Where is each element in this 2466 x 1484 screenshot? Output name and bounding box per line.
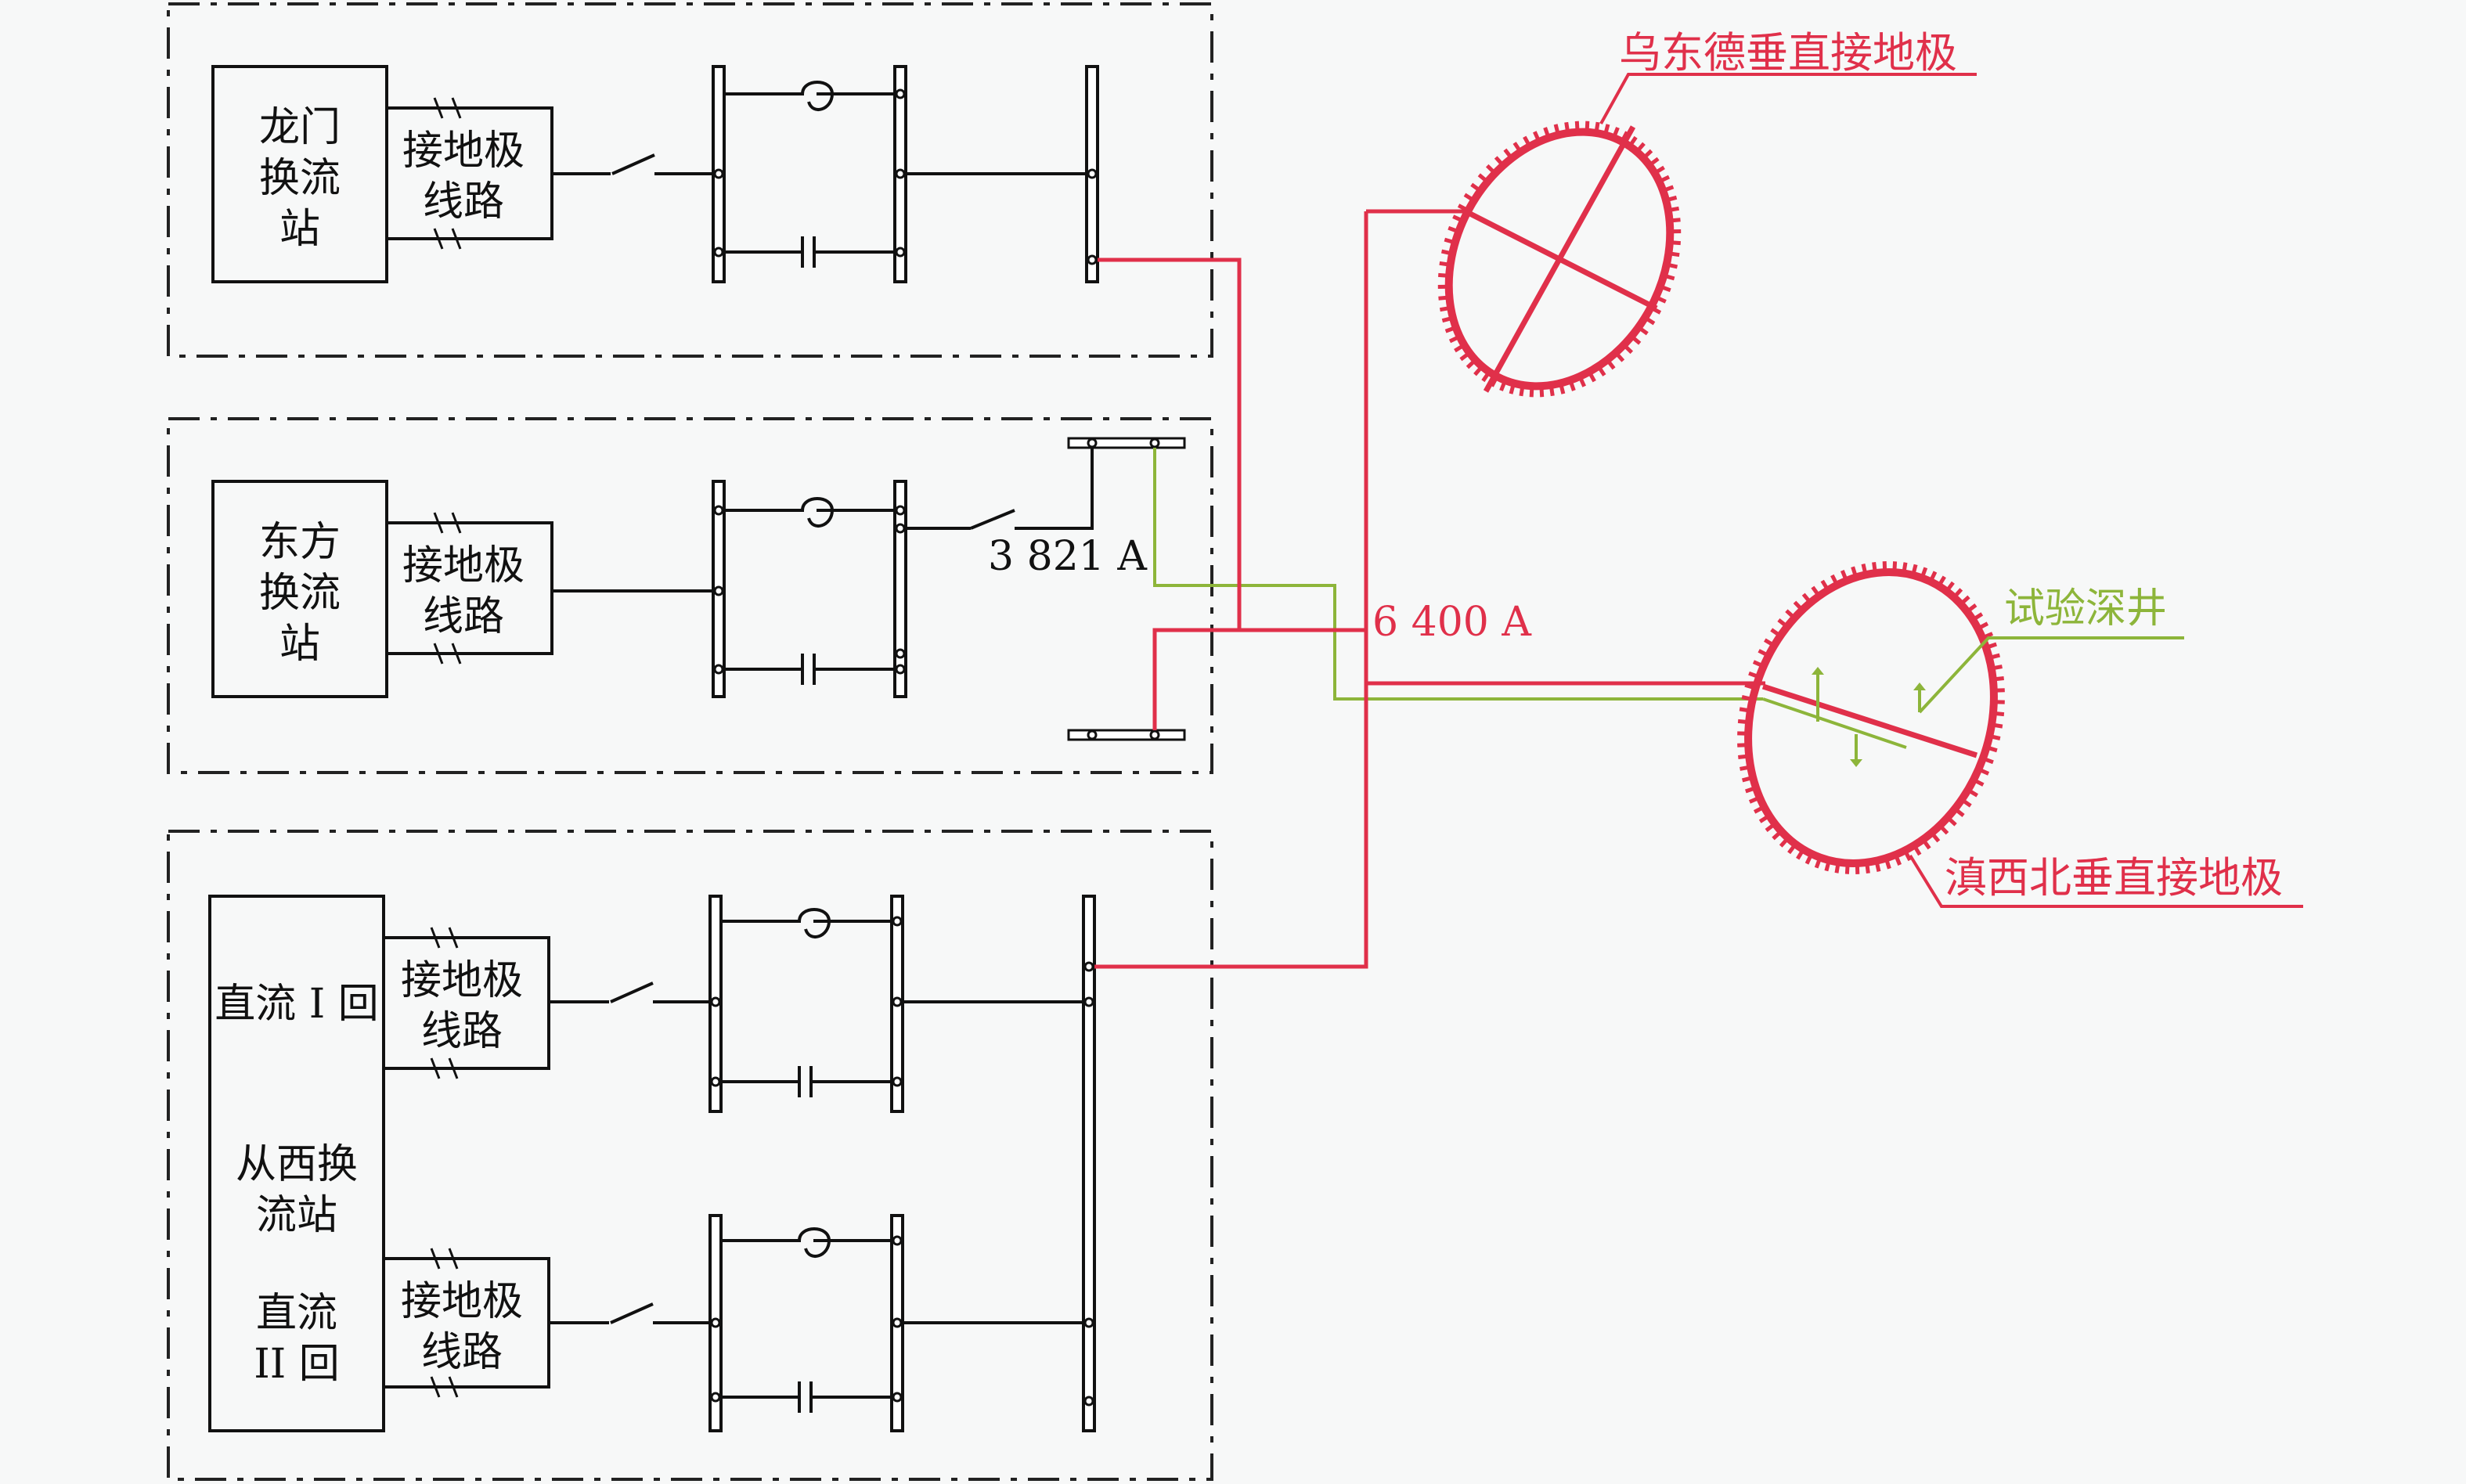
red-wire-longmen: [1098, 258, 1242, 630]
test-well-traces: [1762, 636, 2184, 759]
dongfang-name-1: 东方: [259, 519, 341, 566]
longmen-converter-box: [211, 65, 388, 283]
dongfang-nodes: [713, 438, 1160, 740]
congxi-dc1-line-label-1: 接地极: [401, 957, 523, 1004]
congxi-name-2: 流站: [256, 1192, 337, 1239]
dongfang-line-bracket: [387, 521, 553, 655]
dianxibei-ring: [1744, 568, 1998, 867]
congxi-dc2-label-2: II 回: [254, 1341, 340, 1388]
dongfang-line-label-2: 线路: [423, 593, 504, 640]
dianxibei-electrode: 试验深井 滇西北垂直接地极: [1737, 561, 2303, 908]
dongfang-enclosure: [167, 417, 1213, 774]
longmen-line-label-1: 接地极: [402, 128, 525, 175]
congxi-dc2-line-label-2: 线路: [421, 1329, 503, 1376]
wudongde-label: 乌东德垂直接地极: [1619, 28, 1957, 77]
longmen-enclosure: [167, 2, 1213, 358]
longmen-switch: [552, 153, 719, 175]
wudongde-electrode: 乌东德垂直接地极: [1437, 28, 1977, 398]
congxi-dc2-capacitor: [721, 1381, 892, 1413]
congxi-station: 直流 I 回 从西换 流站 直流 II 回 接地极 线路 接地极 线路: [208, 895, 1096, 1432]
dianxibei-well-spikes: [1737, 561, 2005, 874]
longmen-name-1: 龙门: [259, 104, 341, 151]
congxi-dc1-break-marks: [430, 927, 459, 1079]
green-wire-test-well: [1153, 448, 1763, 701]
dongfang-line-label-1: 接地极: [402, 542, 525, 589]
red-wire-dongfang: [1152, 628, 1366, 730]
dongfang-current-label: 3 821 A: [988, 533, 1148, 580]
longmen-name-3: 站: [279, 206, 320, 253]
congxi-dc2-label-1: 直流: [256, 1290, 337, 1337]
congxi-common-bus: [1082, 895, 1096, 1432]
congxi-dc1-label: 直流 I 回: [215, 981, 379, 1028]
longmen-station: 龙门 换流 站 接地极 线路: [211, 65, 1099, 283]
electrode-well-spike: [1737, 561, 2005, 874]
dongfang-name-2: 换流: [259, 570, 341, 617]
dongfang-switch: [906, 446, 1094, 530]
dongfang-upper-bar: [1067, 437, 1186, 449]
connection-wires: 6 400 A: [1094, 209, 1765, 969]
wudongde-cross-2: [1461, 207, 1658, 312]
dongfang-converter-box: [211, 480, 388, 698]
dongfang-station: 东方 换流 站 接地极 线路 3 821 A: [211, 437, 1186, 741]
congxi-enclosure: [167, 830, 1213, 1481]
dianxibei-cross: [1761, 683, 1978, 758]
dongfang-reactor: [724, 497, 895, 528]
dongfang-break-marks: [433, 512, 462, 665]
longmen-line-label-2: 线路: [423, 178, 504, 225]
dongfang-lower-bar: [1067, 729, 1186, 741]
dianxibei-label: 滇西北垂直接地极: [1945, 853, 2283, 902]
test-well-label: 试验深井: [2004, 585, 2167, 632]
wudongde-leader: [1599, 73, 1977, 124]
congxi-converter-box: [208, 895, 385, 1432]
congxi-dc2-line-label-1: 接地极: [401, 1278, 523, 1325]
longmen-nodes: [713, 88, 1098, 265]
congxi-dc2-break-marks: [430, 1248, 459, 1398]
longmen-reactor: [724, 81, 895, 111]
dongfang-name-3: 站: [279, 621, 320, 668]
congxi-dc1-reactor: [721, 908, 892, 938]
dongfang-bus-2: [893, 480, 907, 698]
congxi-dc1-capacitor: [721, 1066, 892, 1097]
test-well-markers: [1812, 667, 1926, 767]
dongfang-capacitor: [724, 654, 895, 685]
dianxibei-leader: [1909, 854, 2303, 908]
congxi-nodes: [710, 916, 1094, 1407]
longmen-capacitor: [724, 236, 895, 268]
congxi-name-1: 从西换: [236, 1141, 358, 1188]
congxi-dc1-switch: [549, 982, 716, 1003]
congxi-dc2-reactor: [721, 1227, 892, 1258]
red-wire-trunk: [1094, 211, 1368, 969]
total-current-label: 6 400 A: [1372, 599, 1532, 646]
longmen-name-2: 换流: [259, 155, 341, 202]
congxi-dc1-line-label-2: 线路: [421, 1008, 503, 1055]
congxi-dc2-switch: [549, 1302, 716, 1324]
longmen-break-marks: [433, 97, 462, 250]
